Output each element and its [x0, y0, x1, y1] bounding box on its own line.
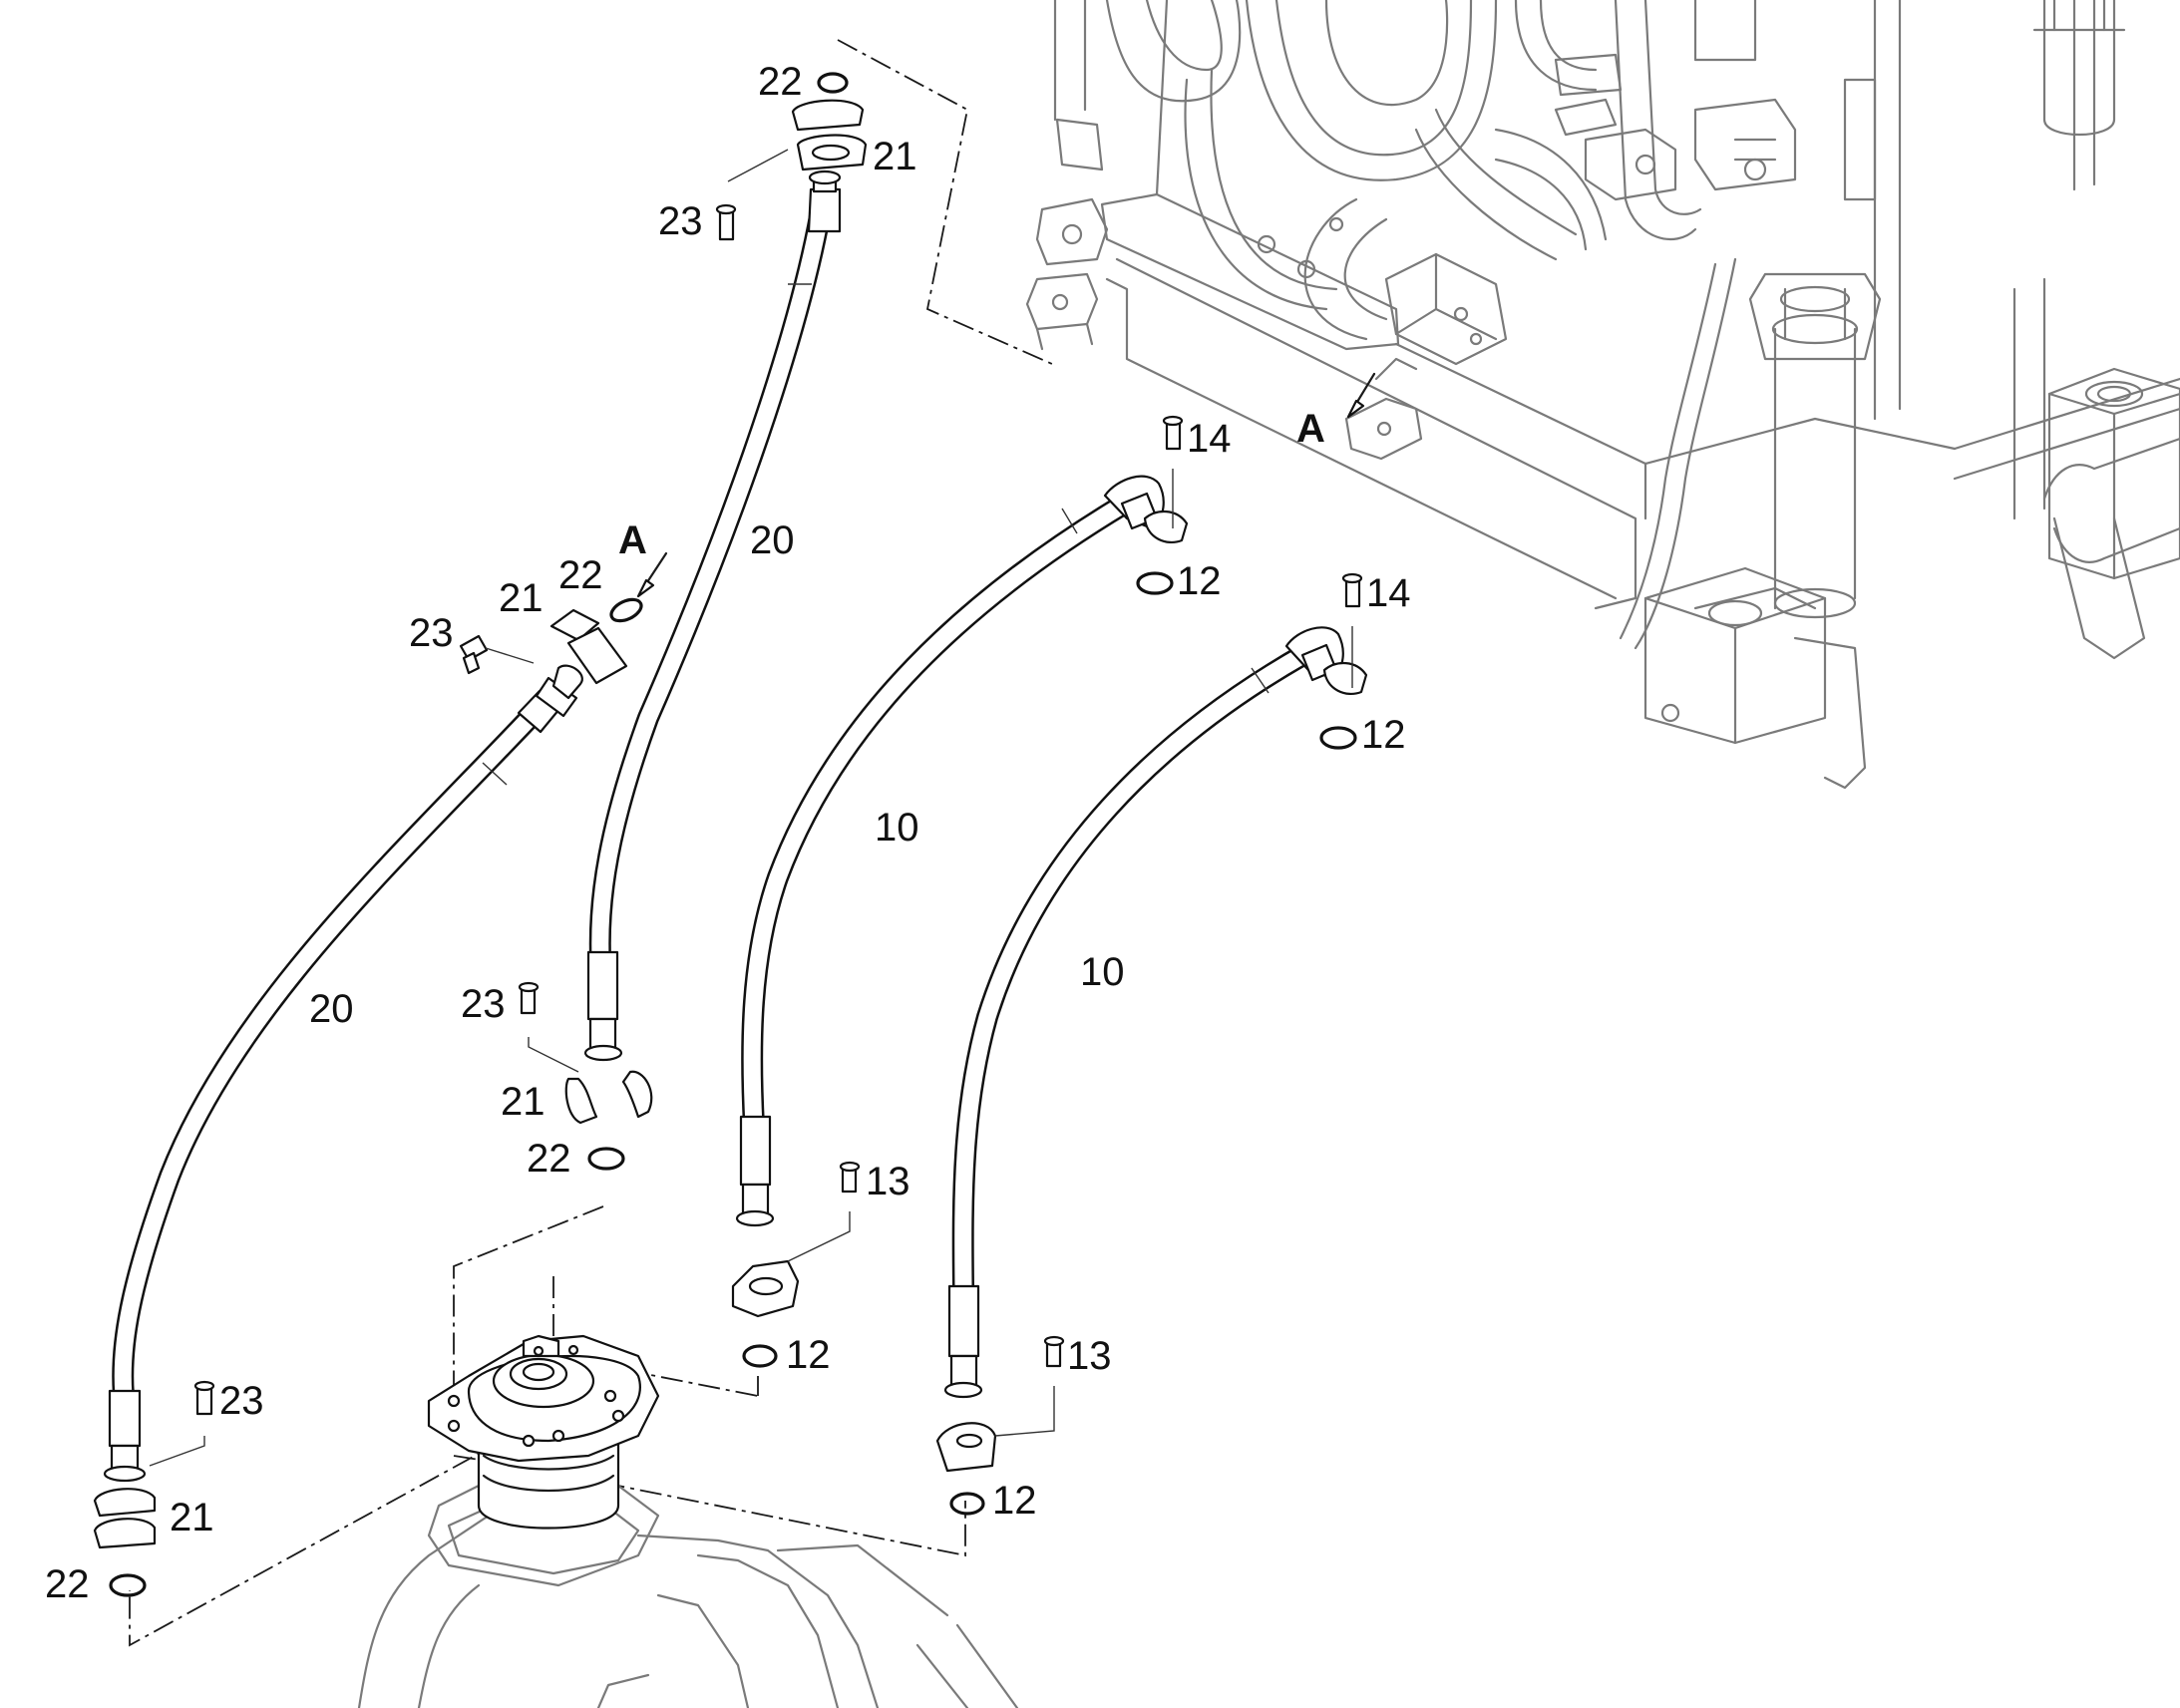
callout-20-left-hose: 20 — [309, 987, 354, 1031]
callout-23-bottom: 23 — [219, 1379, 264, 1423]
hose-10-right — [943, 626, 1368, 1399]
hose-20-left — [103, 664, 583, 1483]
callout-22-bottom: 22 — [45, 1562, 90, 1606]
pump-and-tank — [357, 1334, 1019, 1708]
callout-13-middle: 13 — [866, 1160, 910, 1203]
callout-12-upper: 12 — [1177, 559, 1222, 603]
callout-14-upper: 14 — [1187, 417, 1232, 461]
hydraulic-block-assembly — [1025, 0, 2180, 790]
callout-10-right-hose: 10 — [1080, 950, 1125, 994]
callout-23-mid: 23 — [409, 611, 454, 655]
callout-21-mid: 21 — [499, 576, 544, 620]
callout-12-middle: 12 — [786, 1333, 831, 1377]
callout-13-lower: 13 — [1067, 1334, 1112, 1378]
callout-view-a-left: A — [618, 518, 647, 562]
callout-14-right: 14 — [1366, 571, 1411, 615]
callout-12-lower: 12 — [992, 1479, 1037, 1523]
hose-20-middle — [583, 170, 842, 1062]
callout-10-left-hose: 10 — [875, 806, 919, 850]
callout-21-bottom: 21 — [170, 1496, 214, 1539]
callout-21-lower: 21 — [501, 1080, 545, 1124]
callout-23-lower: 23 — [461, 982, 506, 1026]
callout-22-mid: 22 — [558, 553, 603, 597]
hardware-items — [93, 72, 1376, 1597]
callout-23-top: 23 — [658, 199, 703, 243]
callout-view-a-right: A — [1296, 407, 1325, 451]
hose-10-left — [735, 475, 1189, 1227]
callout-labels: 22 21 23 20 A 22 21 23 20 23 21 22 10 10… — [45, 60, 1411, 1606]
callout-22-lower: 22 — [527, 1137, 571, 1181]
callout-22-top: 22 — [758, 60, 803, 104]
callout-21-top: 21 — [873, 135, 917, 178]
callout-20-middle-hose: 20 — [750, 518, 795, 562]
callout-12-right: 12 — [1361, 713, 1406, 757]
